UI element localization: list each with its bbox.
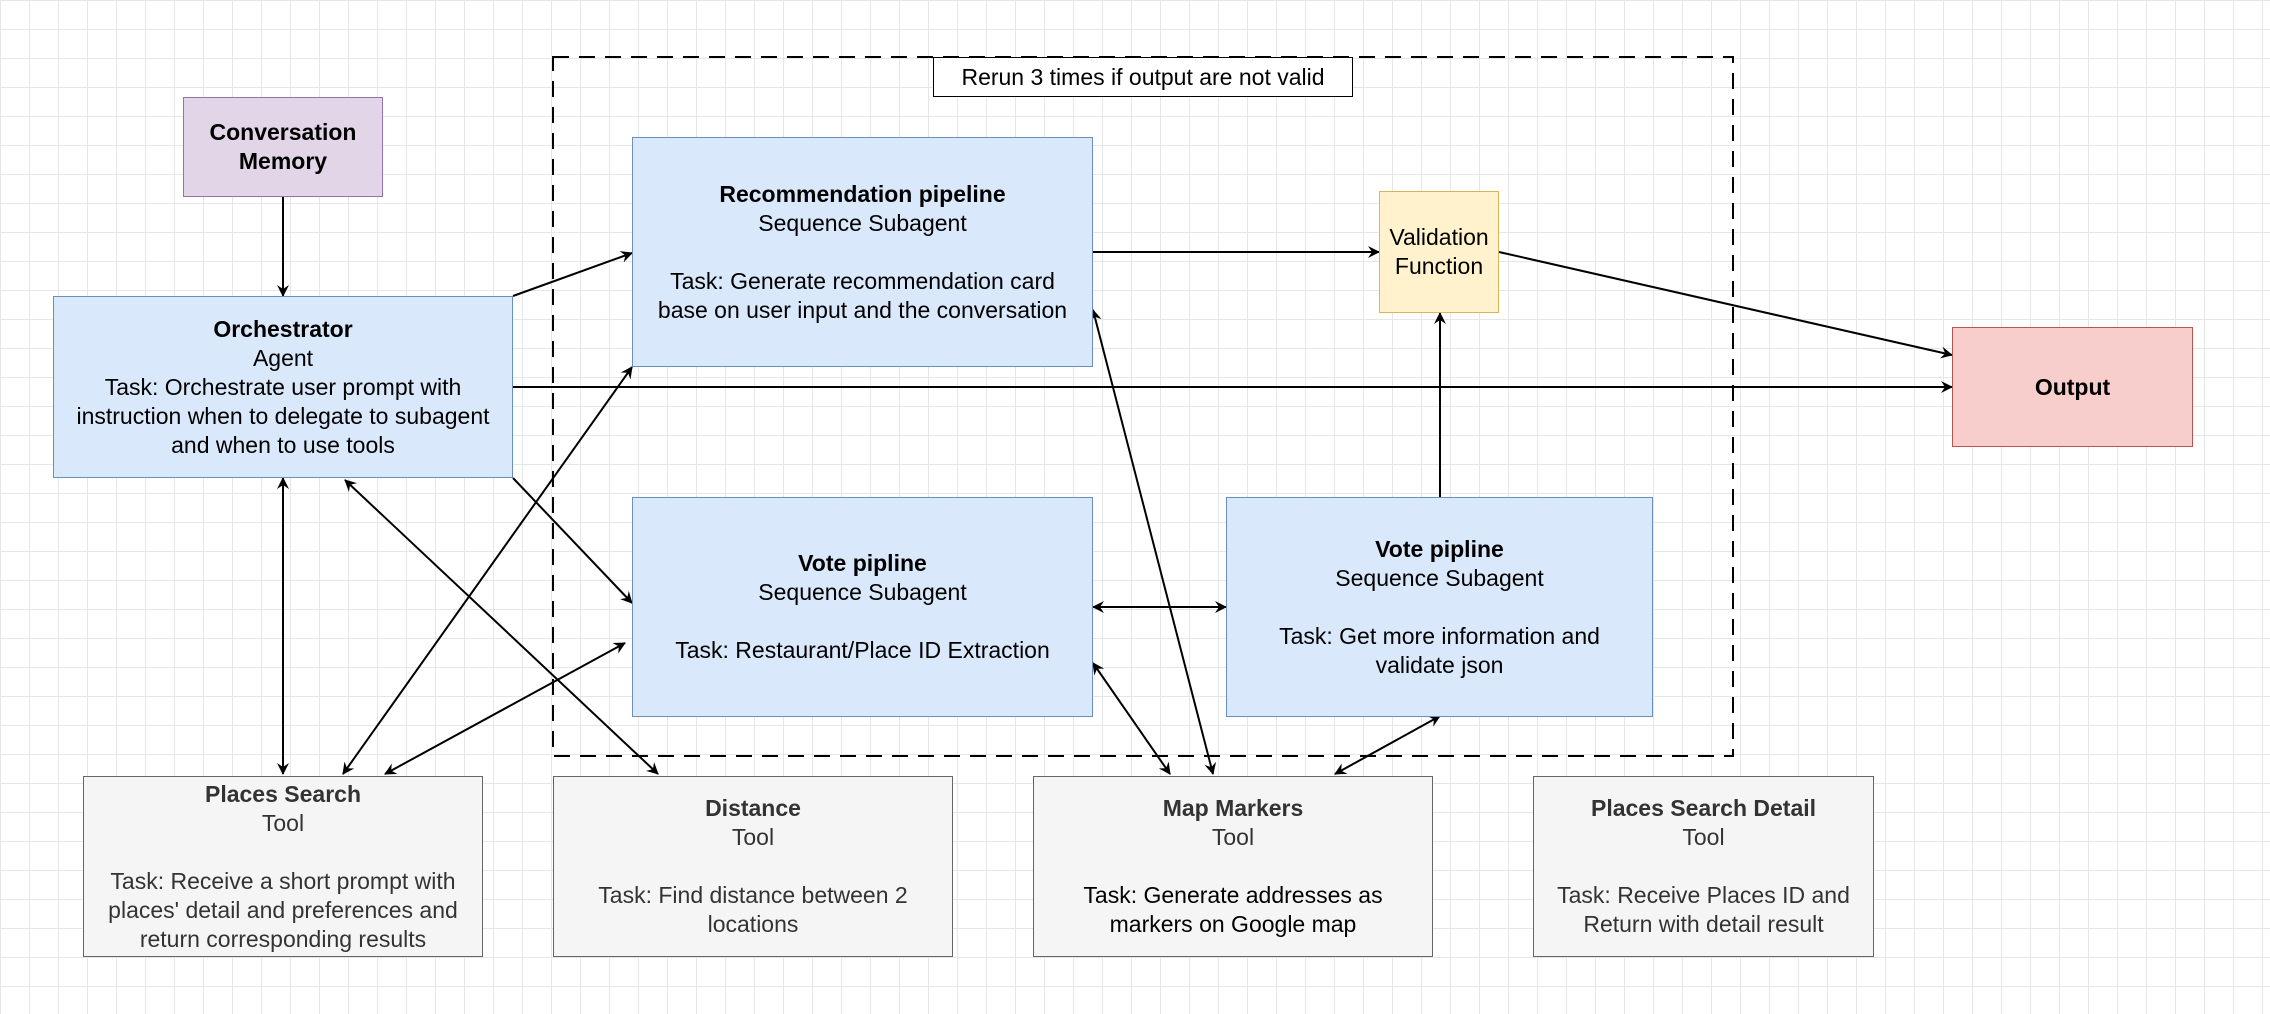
output-node: Output (1952, 327, 2193, 447)
node-kind: Sequence Subagent (758, 579, 967, 605)
node-task: Task: Restaurant/Place ID Extraction (675, 637, 1050, 663)
edge-vote1-map-markers (1092, 662, 1171, 775)
edge-orchestrator-distance (344, 479, 659, 775)
node-task: Task: Get more information and validate … (1279, 622, 1600, 678)
map-markers-tool-node: Map Markers Tool Task: Generate addresse… (1033, 776, 1433, 957)
node-task: Task: Generate addresses as markers on G… (1083, 882, 1383, 937)
node-kind: Tool (731, 824, 775, 850)
vote-pipeline-validate-node: Vote pipline Sequence Subagent Task: Get… (1226, 497, 1653, 717)
edge-orchestrator-recommendation (512, 251, 633, 297)
node-kind: Agent (252, 344, 314, 371)
distance-tool-node: Distance Tool Task: Find distance betwee… (553, 776, 953, 957)
places-search-tool-node: Places Search Tool Task: Receive a short… (83, 776, 483, 957)
vote-pipeline-extraction-node: Vote pipline Sequence Subagent Task: Res… (632, 497, 1093, 717)
node-task: Task: Receive a short prompt with places… (108, 867, 458, 952)
recommendation-pipeline-node: Recommendation pipeline Sequence Subagen… (632, 137, 1093, 367)
node-title: Map Markers (1162, 795, 1304, 821)
node-title: Validation Function (1389, 224, 1489, 279)
edge-orchestrator-vote1 (512, 477, 633, 604)
node-title: Orchestrator (213, 315, 353, 342)
orchestrator-node: Orchestrator Agent Task: Orchestrate use… (53, 296, 513, 478)
node-title: Places Search Detail (1590, 795, 1817, 821)
validation-function-node: Validation Function (1379, 191, 1499, 313)
node-task: Task: Generate recommendation card base … (657, 267, 1068, 323)
node-title: Conversation Memory (209, 119, 357, 174)
edge-validation-output (1498, 251, 1953, 359)
node-title: Output (2034, 373, 2111, 400)
node-title: Distance (705, 795, 801, 821)
places-search-detail-tool-node: Places Search Detail Tool Task: Receive … (1533, 776, 1874, 957)
node-kind: Tool (261, 809, 305, 836)
node-title: Vote pipline (798, 550, 927, 576)
node-title: Vote pipline (1375, 535, 1504, 562)
node-kind: Tool (1211, 824, 1255, 850)
edge-recommendation-map-markers (1089, 309, 1217, 775)
node-title: Places Search (204, 780, 361, 807)
node-task: Task: Receive Places ID and Return with … (1557, 882, 1850, 937)
edge-vote2-map-markers (1334, 715, 1441, 775)
node-kind: Sequence Subagent (1335, 564, 1544, 591)
node-kind: Sequence Subagent (758, 209, 967, 236)
node-kind: Tool (1682, 824, 1725, 850)
node-task: Task: Find distance between 2 locations (598, 882, 908, 937)
node-task: Task: Orchestrate user prompt with instr… (76, 373, 490, 458)
edge-places-search-vote1 (384, 642, 626, 775)
loop-label: Rerun 3 times if output are not valid (933, 57, 1353, 97)
node-title: Recommendation pipeline (719, 180, 1006, 207)
conversation-memory-node: Conversation Memory (183, 97, 383, 197)
